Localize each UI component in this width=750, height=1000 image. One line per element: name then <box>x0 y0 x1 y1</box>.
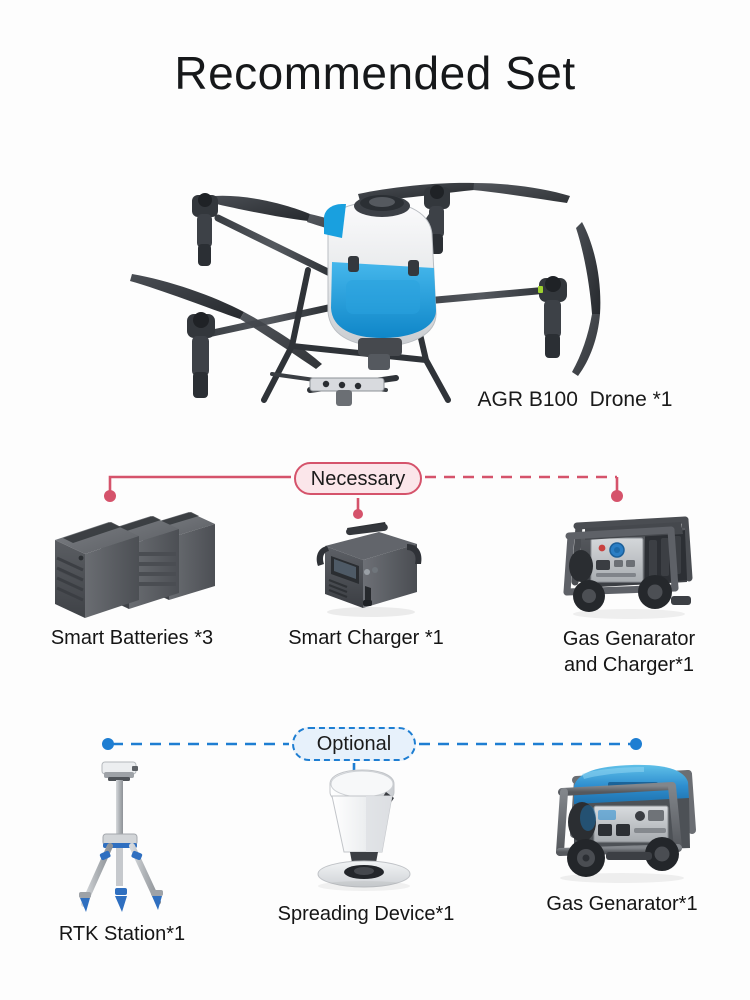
item-spreading-device[interactable]: Spreading Device*1 <box>258 756 474 928</box>
item-label: Spreading Device*1 <box>277 903 455 925</box>
item-smart-charger[interactable]: Smart Charger *1 <box>268 500 464 652</box>
item-label: Gas Genarator <box>562 628 696 650</box>
item-label: RTK Station*1 <box>58 923 186 945</box>
item-label-line2: and Charger*1 <box>563 654 695 676</box>
battery-pack-icon <box>14 500 250 620</box>
drone-image <box>96 138 636 423</box>
rtk-station-icon <box>22 756 222 916</box>
badge-necessary: Necessary <box>294 462 422 495</box>
charger-icon <box>268 500 464 620</box>
badge-optional: Optional <box>292 727 416 761</box>
item-gas-generator[interactable]: Gas Genarator*1 <box>510 756 734 918</box>
propeller-blade-front <box>130 222 601 376</box>
item-label: Gas Genarator*1 <box>546 893 698 915</box>
connector-necessary-left <box>108 475 291 495</box>
item-rtk-station[interactable]: RTK Station*1 <box>22 756 222 948</box>
generator-blue-icon <box>510 756 734 886</box>
page-title: Recommended Set <box>174 47 576 99</box>
item-gas-generator-charger[interactable]: Gas Genarator and Charger*1 <box>520 500 738 678</box>
drone-tank <box>324 195 437 370</box>
connector-dot <box>102 738 114 750</box>
item-smart-batteries[interactable]: Smart Batteries *3 <box>14 500 250 652</box>
generator-icon <box>520 500 738 620</box>
spreader-icon <box>258 756 474 896</box>
item-label: Smart Batteries *3 <box>50 627 214 649</box>
connector-dot <box>630 738 642 750</box>
motor-pod <box>187 185 567 398</box>
rtk-antenna <box>101 761 138 781</box>
drone-caption: AGR B100 Drone *1 <box>477 388 673 411</box>
sensor-bar <box>309 377 385 406</box>
item-label: Smart Charger *1 <box>288 627 444 649</box>
